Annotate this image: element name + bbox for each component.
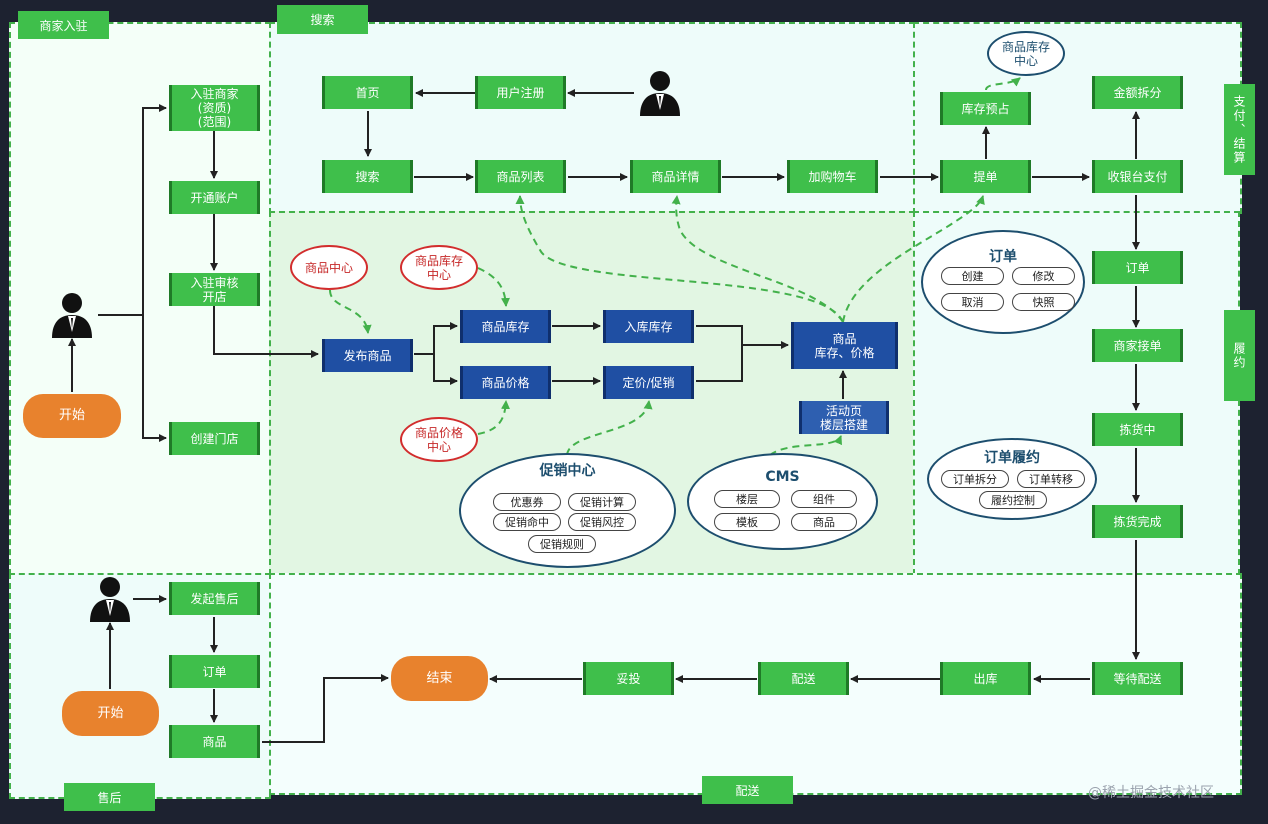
arrow-product-to-end <box>262 674 389 743</box>
initiate-after-sales-node[interactable]: 发起售后 <box>169 582 260 615</box>
person-icon <box>640 71 680 116</box>
dashed-reserve-to-inventory-center <box>985 77 1021 91</box>
submit-order-node[interactable]: 提单 <box>940 160 1031 193</box>
fulfillment-group-title: 订单履约 <box>984 450 1040 466</box>
dispatch-node[interactable]: 配送 <box>758 662 849 695</box>
search-node[interactable]: 搜索 <box>322 160 413 193</box>
create-store-node[interactable]: 创建门店 <box>169 422 260 455</box>
product-list-node[interactable]: 商品列表 <box>475 160 566 193</box>
inbound-stock-node[interactable]: 入库库存 <box>603 310 694 343</box>
arrow-person-to-create-store <box>142 315 167 442</box>
cms-group-title: CMS <box>765 469 800 485</box>
start-node[interactable]: 开始 <box>23 394 121 438</box>
merchant-accept-node[interactable]: 商家接单 <box>1092 329 1183 362</box>
fulfillment-control-pill: 履约控制 <box>979 491 1047 509</box>
inventory-center-circle: 商品库存 中心 <box>400 245 478 290</box>
tag-delivery: 配送 <box>702 776 793 804</box>
arrow-review-to-publish <box>213 306 319 358</box>
amount-split-node[interactable]: 金额拆分 <box>1092 76 1183 109</box>
end-node[interactable]: 结束 <box>391 656 488 701</box>
open-account-node[interactable]: 开通账户 <box>169 181 260 214</box>
merchant-register-node[interactable]: 入驻商家 (资质) (范围) <box>169 85 260 131</box>
arrow-publish-to-price <box>433 354 458 385</box>
home-node[interactable]: 首页 <box>322 76 413 109</box>
tag-fulfillment: 履约 <box>1224 310 1255 401</box>
promotion-group-title: 促销中心 <box>539 463 596 479</box>
order-group-title: 订单 <box>989 249 1017 265</box>
dashed-price-center-to-price <box>477 400 511 435</box>
tag-after-sales: 售后 <box>64 783 155 811</box>
cms-template-pill: 模板 <box>714 513 780 531</box>
order-cancel-pill: 取消 <box>941 293 1004 311</box>
product-detail-node[interactable]: 商品详情 <box>630 160 721 193</box>
dashed-product-center-to-publish <box>329 289 372 334</box>
await-delivery-node[interactable]: 等待配送 <box>1092 662 1183 695</box>
promo-hit-pill: 促销命中 <box>493 513 561 531</box>
publish-product-node[interactable]: 发布商品 <box>322 339 413 372</box>
promo-calc-pill: 促销计算 <box>568 493 636 511</box>
watermark: @稀土掘金技术社区 <box>1088 785 1214 801</box>
product-stock-node[interactable]: 商品库存 <box>460 310 551 343</box>
after-sales-order-node[interactable]: 订单 <box>169 655 260 688</box>
order-node[interactable]: 订单 <box>1092 251 1183 284</box>
start-after-sales-node[interactable]: 开始 <box>62 691 159 736</box>
add-cart-node[interactable]: 加购物车 <box>787 160 878 193</box>
price-center-circle: 商品价格 中心 <box>400 417 478 462</box>
dashed-inventory-to-stock <box>477 267 510 307</box>
user-register-node[interactable]: 用户注册 <box>475 76 566 109</box>
product-stock-price-node[interactable]: 商品 库存、价格 <box>791 322 898 369</box>
order-modify-pill: 修改 <box>1012 267 1075 285</box>
cms-component-pill: 组件 <box>791 490 857 508</box>
tag-merchant-onboarding: 商家入驻 <box>18 11 109 39</box>
out-warehouse-node[interactable]: 出库 <box>940 662 1031 695</box>
fulfillment-transfer-pill: 订单转移 <box>1017 470 1085 488</box>
person-icon <box>90 577 130 622</box>
tag-search: 搜索 <box>277 5 368 34</box>
order-create-pill: 创建 <box>941 267 1004 285</box>
checkout-pay-node[interactable]: 收银台支付 <box>1092 160 1183 193</box>
deliver-node[interactable]: 妥投 <box>583 662 674 695</box>
arrow-inbound-to-stockprice <box>696 325 789 349</box>
promo-rules-pill: 促销规则 <box>528 535 596 553</box>
dashed-promo-to-pricing <box>566 400 653 456</box>
stock-reserve-node[interactable]: 库存预占 <box>940 92 1031 125</box>
activity-page-node[interactable]: 活动页 楼层搭建 <box>799 401 889 434</box>
dashed-stockprice-to-detail <box>671 195 844 323</box>
fulfillment-split-pill: 订单拆分 <box>941 470 1009 488</box>
after-sales-product-node[interactable]: 商品 <box>169 725 260 758</box>
product-price-node[interactable]: 商品价格 <box>460 366 551 399</box>
inventory-center-top-circle: 商品库存 中心 <box>987 31 1065 76</box>
tag-payment-settlement: 支付、结算 <box>1224 84 1255 175</box>
review-open-store-node[interactable]: 入驻审核 开店 <box>169 273 260 306</box>
arrow-person-to-register <box>98 104 167 316</box>
dashed-stockprice-to-list <box>515 195 844 323</box>
dashed-cms-to-activity <box>769 435 842 456</box>
arrow-promo-to-stockprice <box>696 345 743 382</box>
cms-floor-pill: 楼层 <box>714 490 780 508</box>
cms-product-pill: 商品 <box>791 513 857 531</box>
dashed-stockprice-to-submit <box>842 195 985 323</box>
order-snapshot-pill: 快照 <box>1012 293 1075 311</box>
person-icon <box>52 293 92 338</box>
promo-coupon-pill: 优惠券 <box>493 493 561 511</box>
picking-done-node[interactable]: 拣货完成 <box>1092 505 1183 538</box>
pricing-promo-node[interactable]: 定价/促销 <box>603 366 694 399</box>
picking-node[interactable]: 拣货中 <box>1092 413 1183 446</box>
product-center-circle: 商品中心 <box>290 245 368 290</box>
promo-risk-pill: 促销风控 <box>568 513 636 531</box>
arrow-publish-to-stock <box>414 322 458 355</box>
